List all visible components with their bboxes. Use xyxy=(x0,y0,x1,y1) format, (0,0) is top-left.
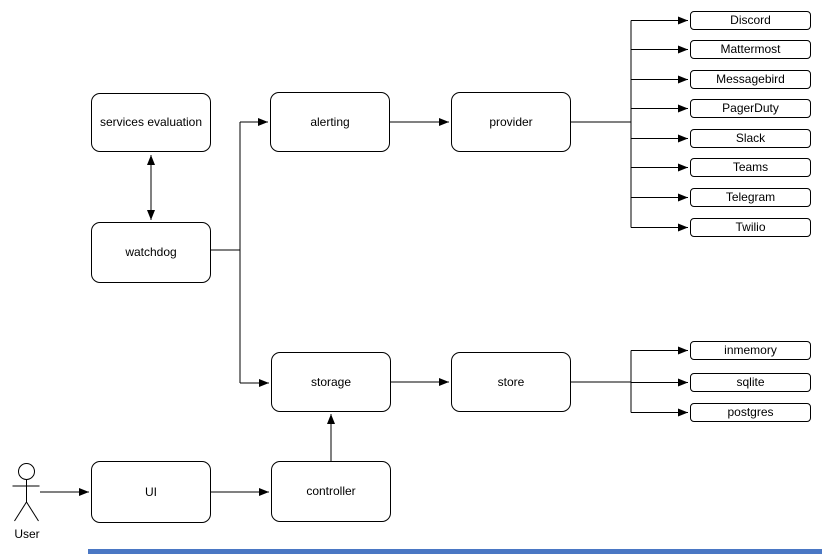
node-store-sqlite[interactable]: sqlite xyxy=(690,373,811,392)
node-label: inmemory xyxy=(724,343,777,358)
node-label: Messagebird xyxy=(716,72,785,87)
user-label: User xyxy=(14,527,40,541)
node-provider-pagerduty[interactable]: PagerDuty xyxy=(690,99,811,118)
node-provider-slack[interactable]: Slack xyxy=(690,129,811,148)
node-watchdog[interactable]: watchdog xyxy=(91,222,211,283)
horizontal-scrollbar[interactable] xyxy=(88,549,822,554)
node-label: sqlite xyxy=(736,375,765,390)
node-provider-telegram[interactable]: Telegram xyxy=(690,188,811,207)
node-label: watchdog xyxy=(125,245,177,260)
node-storage[interactable]: storage xyxy=(271,352,391,412)
node-label: UI xyxy=(145,484,157,499)
node-ui[interactable]: UI xyxy=(91,461,211,523)
node-provider-twilio[interactable]: Twilio xyxy=(690,218,811,237)
user-actor-icon[interactable] xyxy=(12,463,40,522)
node-label: store xyxy=(497,374,525,389)
node-provider-teams[interactable]: Teams xyxy=(690,158,811,177)
node-store[interactable]: store xyxy=(451,352,571,412)
node-label: provider xyxy=(489,114,533,129)
node-label: alerting xyxy=(310,114,350,129)
node-provider-mattermost[interactable]: Mattermost xyxy=(690,40,811,59)
node-services-evaluation[interactable]: services evaluation xyxy=(91,93,211,152)
node-label: Twilio xyxy=(735,220,766,235)
node-provider-messagebird[interactable]: Messagebird xyxy=(690,70,811,89)
node-label: postgres xyxy=(727,405,774,420)
node-provider-discord[interactable]: Discord xyxy=(690,11,811,30)
node-label: Discord xyxy=(730,13,771,28)
node-label: Mattermost xyxy=(720,42,781,57)
node-label: controller xyxy=(306,484,356,499)
node-label: services evaluation xyxy=(99,115,203,130)
node-store-inmemory[interactable]: inmemory xyxy=(690,341,811,360)
node-label: PagerDuty xyxy=(722,101,779,116)
node-controller[interactable]: controller xyxy=(271,461,391,522)
node-label: Telegram xyxy=(725,190,776,205)
node-label: Teams xyxy=(732,160,769,175)
node-store-postgres[interactable]: postgres xyxy=(690,403,811,422)
node-provider[interactable]: provider xyxy=(451,92,571,152)
node-label: storage xyxy=(310,374,352,389)
node-label: Slack xyxy=(735,131,766,146)
node-alerting[interactable]: alerting xyxy=(270,92,390,152)
